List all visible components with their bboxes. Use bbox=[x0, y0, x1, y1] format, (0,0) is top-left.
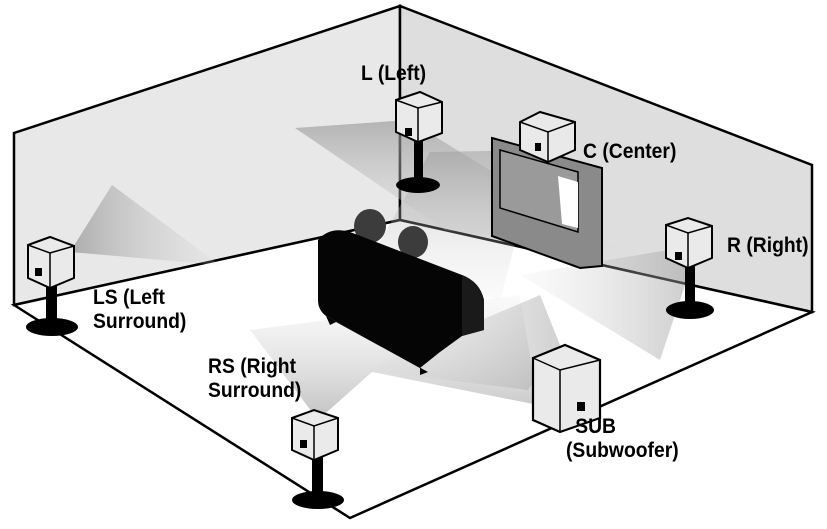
right-surround-label-line2: Surround) bbox=[208, 379, 302, 402]
sub-speaker-beam bbox=[365, 295, 560, 390]
television bbox=[491, 136, 603, 270]
sofa bbox=[318, 230, 484, 375]
center-speaker bbox=[519, 110, 576, 164]
right-surround-speaker bbox=[291, 408, 344, 509]
right-surround-label-line1: RS (Right bbox=[208, 355, 297, 378]
center-speaker-label: C (Center) bbox=[583, 140, 677, 163]
subwoofer-label-line1: SUB bbox=[575, 415, 616, 438]
subwoofer-label: SUB (Subwoofer) bbox=[566, 415, 686, 463]
left-speaker-label: L (Left) bbox=[361, 62, 427, 85]
subwoofer-label-line2: (Subwoofer) bbox=[566, 439, 679, 462]
left-surround-label: LS (Left Surround) bbox=[93, 286, 186, 334]
right-speaker-beam bbox=[520, 250, 690, 360]
left-surround-label-line1: LS (Left bbox=[93, 286, 165, 309]
right-surround-label: RS (Right Surround) bbox=[208, 355, 301, 403]
subwoofer bbox=[531, 343, 602, 434]
right-speaker bbox=[665, 216, 714, 319]
left-surround-speaker bbox=[26, 235, 78, 336]
left-speaker bbox=[395, 90, 443, 193]
ls-speaker-beam bbox=[70, 185, 220, 265]
right-speaker-label: R (Right) bbox=[727, 234, 809, 257]
left-surround-label-line2: Surround) bbox=[93, 310, 187, 333]
